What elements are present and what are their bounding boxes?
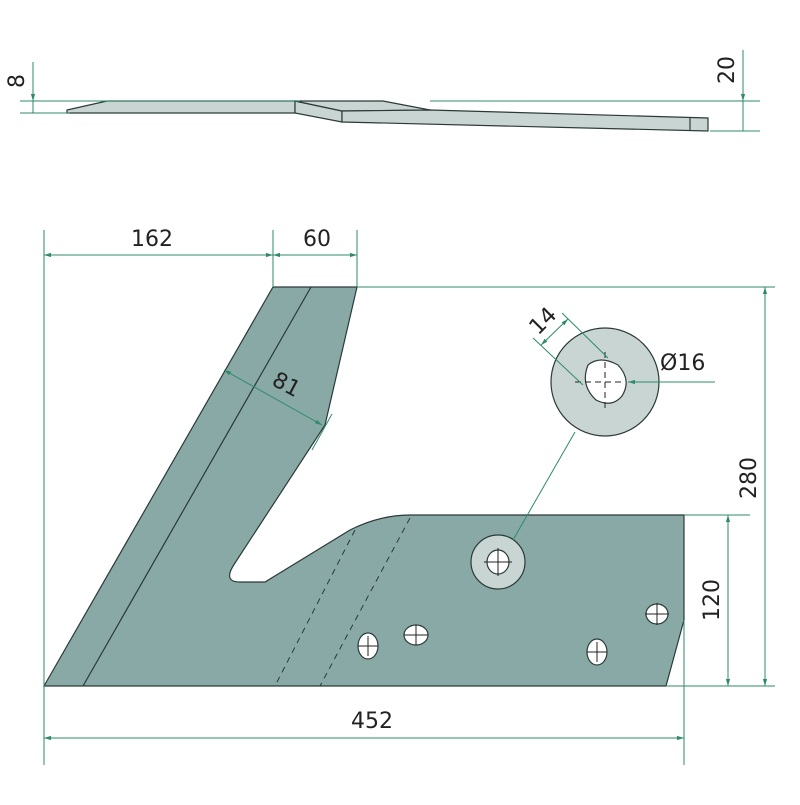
detail-leader [512,431,576,541]
dim-label-thickness: 8 [5,74,30,88]
ext-line [311,413,333,451]
centre-mark [358,636,378,656]
dim-line-81 [223,369,323,426]
ext-line [532,337,584,386]
dim-label-162: 162 [131,227,173,252]
dim-label-452: 452 [351,709,393,734]
bend-line [274,529,356,687]
plate-shape [42,286,685,687]
bevel-line [82,286,312,687]
side-front-section [66,100,296,114]
centre-mark [645,603,669,625]
dim-label-diameter: Ø16 [660,351,705,376]
bolt-holes [357,534,669,666]
dim-label-slot: 14 [525,303,562,340]
dim-label-60: 60 [303,227,331,252]
centre-mark [484,548,512,576]
dim-label-height: 20 [715,56,740,84]
bend-line [319,517,411,687]
dim-label-280: 280 [737,457,762,499]
ext-line [561,312,609,359]
centre-mark [404,625,428,645]
dim-label-120: 120 [700,579,725,621]
dim-line-slot [540,318,569,346]
centre-mark [587,642,607,662]
side-view: 8 20 [5,50,760,132]
top-view: Ø16 14 81 162 60 280 120 452 [42,227,775,765]
detail-centre-lines [575,352,625,408]
side-rear-section [341,109,709,132]
